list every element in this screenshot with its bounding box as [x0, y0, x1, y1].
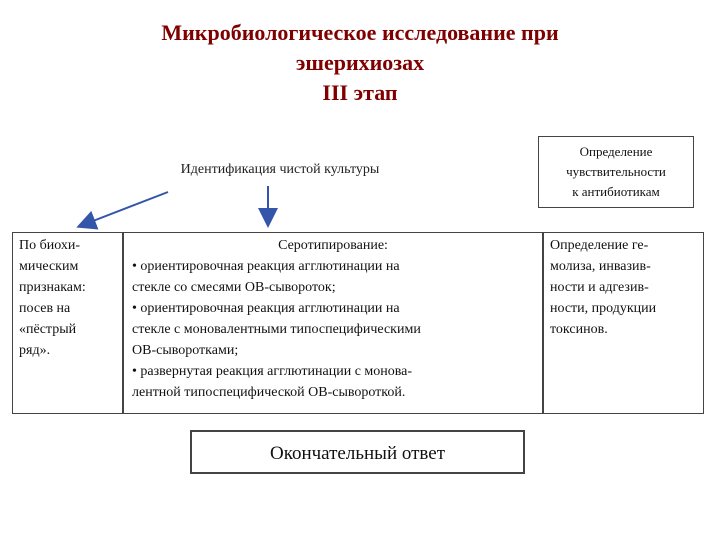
serotyping-line: • ориентировочная реакция агглютинации н…	[132, 259, 400, 274]
serotyping-line: стекле с моновалентными типоспецифически…	[132, 322, 421, 337]
arrow-to-biochemical	[76, 191, 169, 230]
identification-label: Идентификация чистой культуры	[180, 162, 380, 177]
final-answer-box: Окончательный ответ	[190, 430, 525, 474]
biochemical-line: По биохи-	[19, 238, 81, 253]
serotyping-line: • развернутая реакция агглютинации с мон…	[132, 364, 413, 379]
sensitivity-line: Определение	[579, 144, 653, 159]
biochemical-line: мическим	[19, 259, 79, 274]
serotyping-line: лентной типоспецифической ОВ-сывороткой.	[132, 385, 406, 400]
sensitivity-line: к антибиотикам	[572, 184, 660, 199]
serotyping-line: • ориентировочная реакция агглютинации н…	[132, 301, 400, 316]
virulence-line: ности и адгезив-	[550, 280, 649, 295]
title-line: Микробиологическое исследование при	[161, 20, 559, 45]
biochemical-line: ряд».	[19, 343, 51, 358]
virulence-line: молиза, инвазив-	[550, 259, 651, 274]
virulence-box: Определение ге- молиза, инвазив- ности и…	[543, 232, 704, 414]
serotyping-line: стекле со смесями ОВ-сывороток;	[132, 280, 336, 295]
biochemical-line: признакам:	[19, 280, 86, 295]
virulence-line: токсинов.	[550, 322, 608, 337]
serotyping-heading: Серотипирование:	[278, 238, 388, 253]
serotyping-line: ОВ-сыворотками;	[132, 343, 239, 358]
title-line: эшерихиозах	[295, 50, 425, 75]
serotyping-box: Серотипирование: • ориентировочная реакц…	[123, 232, 543, 414]
title-line: III этап	[322, 80, 398, 105]
biochemical-line: «пёстрый	[19, 322, 77, 337]
slide-title: Микробиологическое исследование при эшер…	[0, 18, 720, 108]
sensitivity-line: чувствительности	[566, 164, 666, 179]
biochemical-box: По биохи- мическим признакам: посев на «…	[12, 232, 123, 414]
virulence-line: ности, продукции	[550, 301, 657, 316]
virulence-line: Определение ге-	[550, 238, 649, 253]
sensitivity-box: Определение чувствительности к антибиоти…	[538, 136, 694, 208]
biochemical-line: посев на	[19, 301, 71, 316]
